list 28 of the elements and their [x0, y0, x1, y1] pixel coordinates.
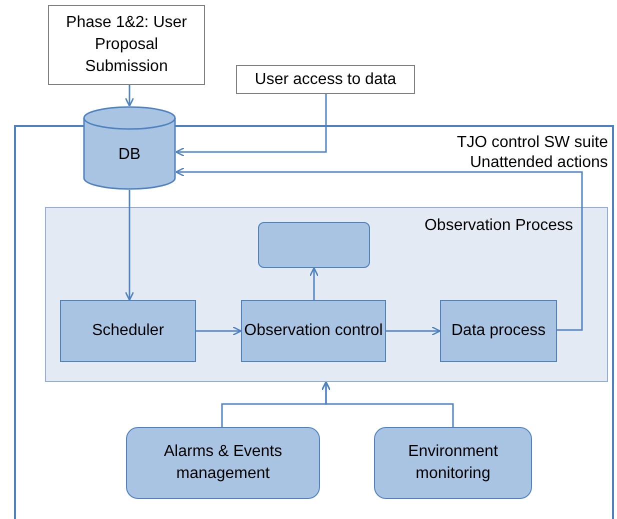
arrow: [124, 190, 134, 301]
rounded-box: [126, 427, 320, 499]
node-label: User access to data: [254, 70, 396, 90]
process-box: [60, 300, 196, 362]
arrow: [175, 94, 327, 157]
rounded-box: [374, 427, 532, 499]
arrow: [309, 267, 319, 300]
frame-title: Observation Process: [424, 216, 573, 236]
process-box: [258, 222, 370, 268]
arrow: [124, 85, 134, 107]
process-box: [440, 300, 557, 362]
process-box: [48, 5, 205, 85]
system-frame: [14, 125, 614, 519]
node-label: Scheduler: [92, 321, 164, 341]
node-label: Alarms & Events management: [162, 442, 284, 484]
process-container: [45, 207, 608, 382]
node-label: Observation control: [244, 321, 383, 341]
frame-title: TJO control SW suite: [456, 133, 608, 153]
node-label: Phase 1&2: User Proposal Submission: [65, 13, 188, 77]
arrow: [196, 326, 242, 336]
node-label: DB: [118, 145, 141, 165]
arrow: [321, 381, 454, 427]
arrow: [386, 326, 441, 336]
process-box: [241, 300, 386, 362]
node-label: Data process: [451, 321, 546, 341]
node-label: Environment monitoring: [407, 442, 499, 484]
process-box: [236, 65, 415, 94]
arrow: [175, 167, 583, 331]
